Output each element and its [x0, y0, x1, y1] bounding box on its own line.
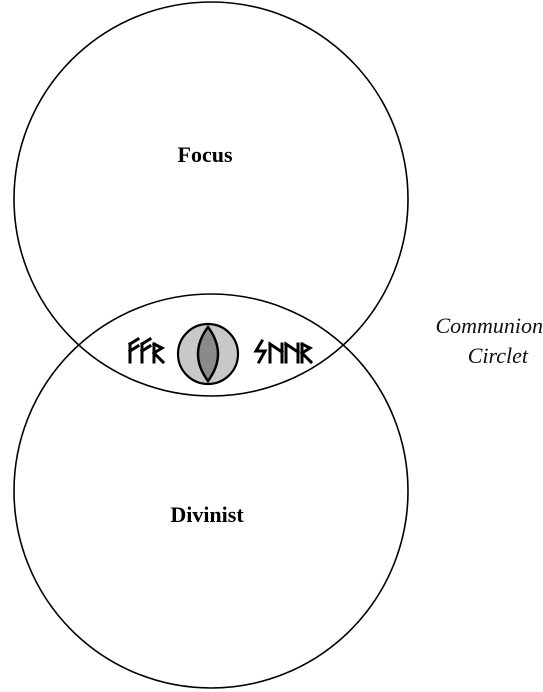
communion-label: Communion [435, 313, 543, 338]
eye-icon [176, 322, 240, 386]
focus-label: Focus [178, 142, 233, 167]
circlet-label: Circlet [468, 343, 529, 368]
focus-circle [13, 1, 409, 397]
runic-inscription-right-icon [253, 338, 314, 365]
runic-inscription-left-icon [127, 336, 166, 365]
divinist-circle [13, 293, 409, 689]
divinist-label: Divinist [170, 502, 244, 527]
